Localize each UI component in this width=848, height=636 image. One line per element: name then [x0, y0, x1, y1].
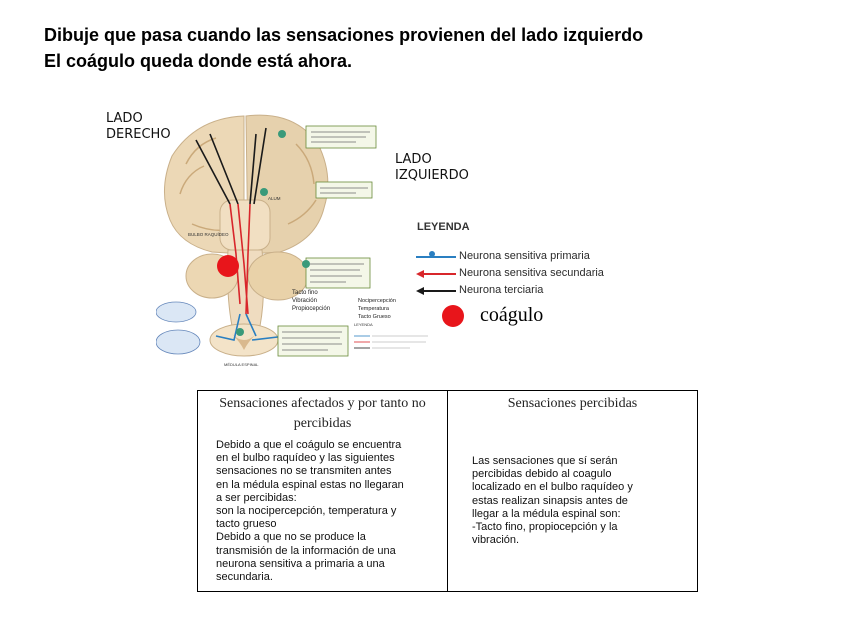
- legend-label: Neurona terciaria: [459, 284, 544, 296]
- text-line: sensaciones no se transmiten antes: [216, 465, 392, 478]
- brain-pathway-figure: ALUM BULBO RAQUÍDEO Tacto fino Vibración…: [156, 114, 428, 367]
- legend-swatch-tertiary-icon: [416, 287, 456, 295]
- perceived-column: Sensaciones percibidas Las sensaciones q…: [448, 391, 697, 591]
- text-line: -Tacto fino, propiocepción y la: [472, 521, 618, 534]
- mini-legend-title: LEYENDA: [354, 322, 373, 327]
- left-side-label: LADO IZQUIERDO: [395, 152, 469, 184]
- instruction-line-1: Dibuje que pasa cuando las sensaciones p…: [44, 25, 644, 45]
- legend-label: Neurona sensitiva secundaria: [459, 267, 604, 279]
- secondary-neuron-path: [229, 203, 251, 315]
- nocipercepcion-label: Nocipercepción: [358, 298, 396, 304]
- text-line: son la nocipercepción, temperatura y: [216, 505, 397, 518]
- step-marker: [278, 130, 286, 138]
- text-line: percibidas debido al coagulo: [472, 468, 612, 481]
- text-line: a ser percibidas:: [216, 491, 297, 504]
- text-line: secundaria.: [216, 571, 273, 584]
- right-side-label: LADO DERECHO: [106, 111, 171, 143]
- left-side-label-line: LADO: [395, 152, 432, 167]
- not-perceived-text: Debido a que el coágulo se encuentra en …: [216, 439, 438, 584]
- perceived-text: Las sensaciones que sí serán percibidas …: [472, 455, 678, 547]
- sensation-bubble-fine-touch: [156, 301, 197, 323]
- clot-legend-label: coágulo: [480, 304, 544, 326]
- step-marker: [236, 328, 244, 336]
- alum-label: ALUM: [268, 196, 281, 201]
- not-perceived-header: Sensaciones afectados y por tanto no per…: [219, 396, 426, 431]
- text-line: vibración.: [472, 534, 520, 547]
- left-side-label-line: IZQUIERDO: [395, 168, 469, 183]
- step-marker: [302, 260, 310, 268]
- perceived-header: Sensaciones percibidas: [507, 396, 638, 411]
- propiocepcion-label: Propiocepción: [292, 306, 330, 312]
- clot-marker: [217, 255, 239, 277]
- tacto-grueso-label: Tacto Grueso: [358, 314, 391, 320]
- bulbo-label: BULBO RAQUÍDEO: [188, 231, 229, 237]
- text-line: Debido a que el coágulo se encuentra: [216, 439, 402, 451]
- midbrain: [219, 199, 271, 251]
- sensations-table: Sensaciones afectados y por tanto no per…: [197, 390, 698, 592]
- legend-title: LEYENDA: [417, 221, 470, 233]
- legend-swatch-secondary-icon: [416, 270, 456, 278]
- sensation-bubble-pain: [156, 329, 201, 355]
- text-line: transmisión de la información de una: [216, 544, 396, 557]
- temperatura-label: Temperatura: [358, 306, 390, 312]
- info-box: [277, 325, 349, 357]
- tertiary-neuron-path: [195, 127, 267, 205]
- text-line: llegar a la médula espinal son:: [472, 507, 621, 520]
- legend-item-primary: Neurona sensitiva primaria: [416, 250, 656, 264]
- spinal-gray-matter: [232, 334, 256, 350]
- clot-legend-dot-icon: [442, 305, 464, 327]
- instruction-line-2: El coágulo queda donde está ahora.: [44, 51, 353, 71]
- tacto-fino-label: Tacto fino: [292, 290, 318, 296]
- right-side-label-line: LADO: [106, 111, 143, 126]
- text-line: en la médula espinal estas no llegaran: [216, 478, 404, 491]
- text-line: tacto grueso: [216, 518, 277, 531]
- text-line: localizado en el bulbo raquídeo y: [472, 481, 633, 494]
- info-box: [305, 257, 371, 289]
- legend-item-tertiary: Neurona terciaria: [416, 284, 656, 298]
- legend-swatch-primary-icon: [416, 251, 456, 258]
- legend-label: Neurona sensitiva primaria: [459, 250, 590, 262]
- right-side-label-line: DERECHO: [106, 127, 171, 142]
- vibracion-label: Vibración: [292, 298, 317, 304]
- not-perceived-column: Sensaciones afectados y por tanto no per…: [198, 391, 448, 591]
- mini-legend-swatches: [354, 335, 428, 349]
- text-line: Debido a que no se produce la: [216, 531, 366, 544]
- cortex-gyri: [179, 137, 317, 232]
- text-line: neurona sensitiva a primaria a una: [216, 557, 385, 570]
- text-line: en el bulbo raquídeo y las siguientes: [216, 452, 395, 465]
- step-marker: [260, 188, 268, 196]
- medula-label: MÉDULA ESPINAL: [224, 362, 259, 367]
- legend-item-secondary: Neurona sensitiva secundaria: [416, 267, 656, 281]
- text-line: estas realizan sinapsis antes de: [472, 494, 628, 507]
- info-box: [315, 181, 373, 199]
- text-line: Las sensaciones que sí serán: [472, 455, 618, 467]
- info-box-lines: [282, 131, 370, 351]
